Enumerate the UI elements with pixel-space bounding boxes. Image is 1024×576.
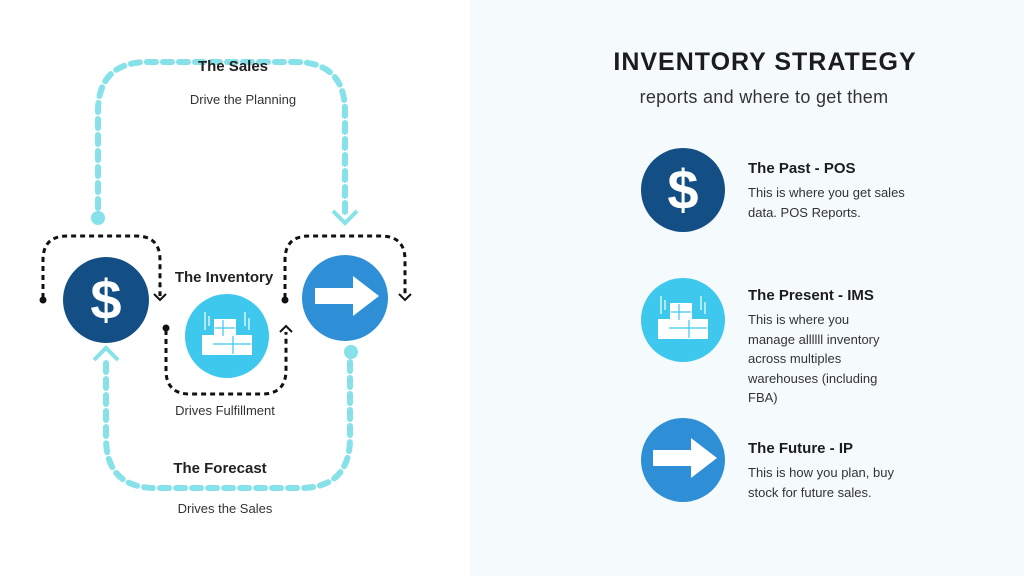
arrow-right-icon [302, 255, 388, 341]
sales-loop [95, 59, 353, 491]
item-text: This is how you plan, buy stock for futu… [748, 465, 894, 500]
page-subtitle: reports and where to get them [639, 87, 889, 107]
sales-loop-start-dot [91, 211, 105, 225]
item-heading: The Future - IP [748, 440, 853, 457]
item-text: This is where you get sales data. POS Re… [748, 185, 905, 220]
sales-title: The Sales [197, 58, 269, 75]
arrow-right-icon [641, 418, 725, 502]
item-present: The Present - IMS This is where you mana… [748, 287, 898, 408]
dollar-icon [63, 257, 149, 343]
item-heading: The Present - IMS [748, 287, 874, 304]
item-past: The Past - POS This is where you get sal… [748, 160, 908, 222]
boxes-icon [641, 278, 725, 362]
forecast-loop-start-dot [344, 345, 358, 359]
forecast-caption: Drives the Sales [177, 501, 273, 516]
page-title: INVENTORY STRATEGY [613, 48, 917, 76]
sales-caption: Drive the Planning [189, 92, 297, 107]
item-heading: The Past - POS [748, 160, 856, 177]
item-future: The Future - IP This is how you plan, bu… [748, 440, 898, 502]
inventory-title: The Inventory [174, 269, 274, 286]
right-panel [470, 0, 1024, 576]
item-text: This is where you manage allllll invento… [748, 312, 880, 405]
boxes-icon [185, 294, 269, 378]
sales-loop-chevron [331, 209, 359, 226]
forecast-loop-chevron [92, 345, 120, 362]
dollar-icon [641, 148, 725, 232]
inner-loops [41, 234, 407, 396]
forecast-title: The Forecast [173, 460, 267, 477]
inventory-caption: Drives Fulfillment [175, 403, 275, 418]
